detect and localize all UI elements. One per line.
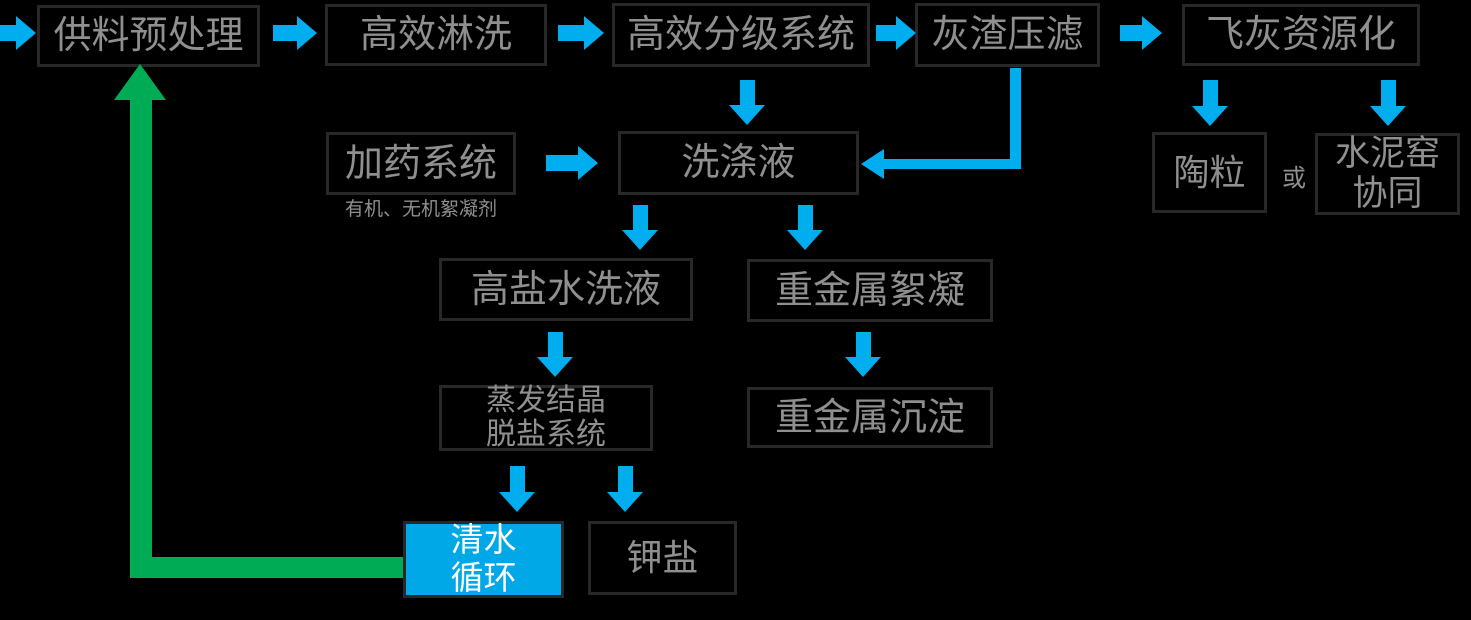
node-washing-liquid: 洗涤液 bbox=[618, 131, 859, 195]
green-loop-vertical bbox=[130, 98, 152, 578]
arrow-flocculation-to-precipitation-icon bbox=[845, 332, 881, 377]
arrow-input-to-feed-icon bbox=[0, 16, 36, 50]
arrow-head bbox=[499, 492, 535, 512]
green-arrow-head-icon bbox=[114, 64, 166, 100]
or-label: 或 bbox=[1282, 166, 1306, 192]
arrow-head bbox=[1192, 106, 1228, 126]
arrow-head bbox=[297, 16, 317, 50]
arrow-shaft bbox=[1380, 80, 1396, 106]
arrow-recycling-to-cement-icon bbox=[1370, 80, 1406, 126]
arrow-shaft bbox=[797, 205, 813, 230]
arrow-shaft bbox=[739, 80, 755, 105]
node-efficient-washing-label: 高效淋洗 bbox=[359, 14, 512, 56]
arrow-filter-to-recycling-icon bbox=[1120, 16, 1162, 50]
arrow-shaft bbox=[876, 25, 896, 41]
arrow-head bbox=[607, 492, 643, 512]
node-high-salt-wash-label: 高盐水洗液 bbox=[470, 268, 661, 311]
arrow-washing-to-classification-icon bbox=[558, 16, 604, 50]
node-evaporation-desalination: 蒸发结晶 脱盐系统 bbox=[439, 384, 653, 451]
node-feed-pretreatment-label: 供料预处理 bbox=[53, 15, 244, 57]
arrow-shaft bbox=[509, 466, 525, 492]
arrow-shaft bbox=[855, 332, 871, 357]
node-dosing-system: 加药系统 bbox=[326, 132, 516, 195]
arrow-head bbox=[896, 16, 916, 50]
arrow-shaft bbox=[273, 25, 297, 41]
arrow-liquid-to-highsalt-icon bbox=[622, 205, 658, 250]
arrow-head bbox=[622, 230, 658, 250]
arrow-highsalt-to-evaporation-icon bbox=[537, 332, 573, 377]
node-potassium-salt-label: 钾盐 bbox=[626, 538, 699, 578]
arrow-shaft bbox=[558, 25, 584, 41]
arrow-head bbox=[1142, 16, 1162, 50]
arrow-shaft bbox=[546, 155, 578, 171]
arrow-head bbox=[578, 146, 598, 180]
node-evaporation-line1: 蒸发结晶 bbox=[486, 384, 606, 417]
node-ash-filter-press: 灰渣压滤 bbox=[915, 3, 1100, 67]
node-ceramsite-label: 陶粒 bbox=[1173, 152, 1246, 193]
arrow-feed-to-washing-icon bbox=[273, 16, 317, 50]
node-cement-kiln-line2: 协同 bbox=[1352, 174, 1423, 213]
node-classification-system: 高效分级系统 bbox=[612, 3, 870, 67]
arrow-recycling-to-ceramsite-icon bbox=[1192, 80, 1228, 126]
arrow-shaft bbox=[1202, 80, 1218, 106]
arrow-classification-to-liquid-icon bbox=[729, 80, 765, 125]
arrow-shaft bbox=[547, 332, 563, 357]
arrow-head bbox=[537, 357, 573, 377]
arrow-head bbox=[1370, 106, 1406, 126]
node-classification-system-label: 高效分级系统 bbox=[626, 14, 855, 56]
arrow-evaporation-to-potassium-icon bbox=[607, 466, 643, 512]
arrow-head bbox=[845, 357, 881, 377]
arrow-head bbox=[16, 16, 36, 50]
dosing-note: 有机、无机絮凝剂 bbox=[344, 199, 497, 220]
node-clean-water-line1: 清水 bbox=[450, 522, 517, 559]
node-washing-liquid-label: 洗涤液 bbox=[681, 142, 796, 184]
node-heavy-metal-flocculation: 重金属絮凝 bbox=[747, 259, 993, 322]
arrow-shaft bbox=[617, 466, 633, 492]
node-clean-water-cycle: 清水 循环 bbox=[403, 521, 564, 598]
arrow-classification-to-filter-icon bbox=[876, 16, 916, 50]
node-fly-ash-recycling-label: 飞灰资源化 bbox=[1205, 14, 1396, 56]
node-evaporation-line2: 脱盐系统 bbox=[486, 418, 606, 451]
arrow-head-into-liquid-icon bbox=[861, 149, 884, 179]
connector-filter-press-vertical bbox=[1010, 68, 1021, 169]
node-heavy-metal-precipitation-label: 重金属沉淀 bbox=[774, 396, 965, 439]
node-potassium-salt: 钾盐 bbox=[588, 521, 737, 595]
node-feed-pretreatment: 供料预处理 bbox=[37, 5, 260, 67]
arrow-evaporation-to-cleanwater-icon bbox=[499, 466, 535, 512]
arrow-shaft bbox=[0, 25, 16, 41]
arrow-head bbox=[729, 105, 765, 125]
node-ash-filter-press-label: 灰渣压滤 bbox=[931, 14, 1084, 56]
arrow-liquid-to-flocculation-icon bbox=[787, 205, 823, 250]
node-heavy-metal-precipitation: 重金属沉淀 bbox=[747, 387, 993, 448]
node-efficient-washing: 高效淋洗 bbox=[325, 4, 547, 66]
node-high-salt-wash: 高盐水洗液 bbox=[439, 258, 693, 321]
node-clean-water-line2: 循环 bbox=[450, 560, 517, 597]
node-cement-kiln: 水泥窑 协同 bbox=[1315, 133, 1460, 215]
arrow-head bbox=[787, 230, 823, 250]
node-heavy-metal-flocculation-label: 重金属絮凝 bbox=[774, 269, 965, 312]
node-ceramsite: 陶粒 bbox=[1152, 132, 1267, 213]
node-dosing-system-label: 加药系统 bbox=[344, 142, 497, 185]
node-fly-ash-recycling: 飞灰资源化 bbox=[1182, 4, 1420, 66]
arrow-head bbox=[584, 16, 604, 50]
arrow-shaft bbox=[632, 205, 648, 230]
arrow-shaft bbox=[1120, 25, 1142, 41]
green-loop-horizontal bbox=[130, 557, 403, 578]
connector-filter-press-horizontal bbox=[882, 159, 1021, 169]
node-cement-kiln-line1: 水泥窑 bbox=[1334, 134, 1440, 173]
arrow-dosing-to-liquid-icon bbox=[546, 146, 598, 180]
